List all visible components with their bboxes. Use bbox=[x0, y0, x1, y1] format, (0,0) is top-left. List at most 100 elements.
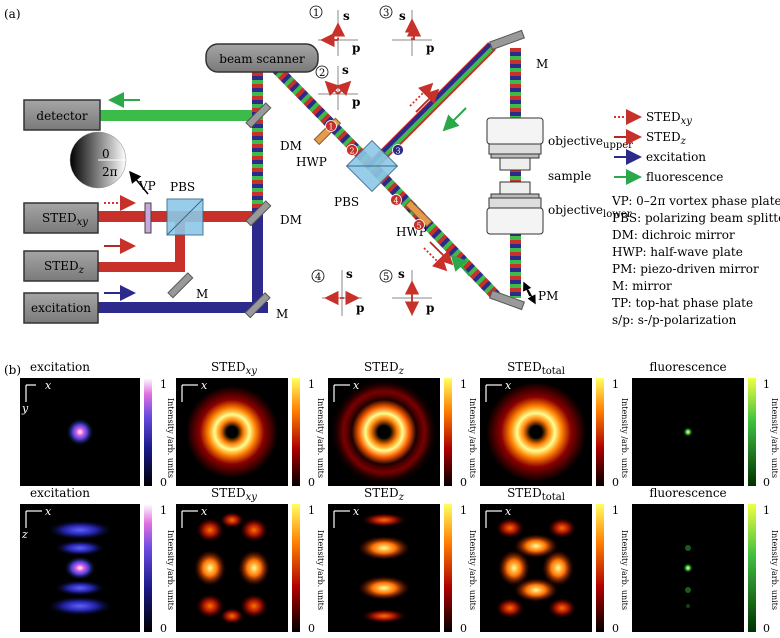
svg-text:fluorescence: fluorescence bbox=[646, 170, 723, 184]
svg-text:VP: 0–2π vortex phase plate: VP: 0–2π vortex phase plate bbox=[611, 194, 780, 208]
svg-text:s: s bbox=[398, 267, 405, 281]
beam-scanner-box bbox=[205, 43, 319, 73]
svg-text:fluorescence: fluorescence bbox=[649, 360, 726, 374]
svg-text:z: z bbox=[21, 528, 28, 541]
beam-upper-vertical bbox=[510, 48, 521, 298]
svg-text:1: 1 bbox=[308, 504, 315, 517]
mirror-upper-right-label: M bbox=[536, 57, 548, 71]
svg-text:5: 5 bbox=[416, 222, 421, 231]
sted-z-beam-h bbox=[98, 262, 183, 272]
objective-lower bbox=[486, 181, 544, 235]
dm-lower bbox=[245, 200, 272, 227]
row1-sted-total: STEDtotal x 1 0 Intensity /arb. units bbox=[480, 360, 629, 489]
colorbar bbox=[444, 378, 452, 486]
sample-label: sample bbox=[548, 169, 591, 183]
row2-sted-xy: STEDxy x 1 0 Intensity /arb. units bbox=[176, 486, 325, 635]
mirror-excitation-label: M bbox=[276, 307, 288, 321]
detector-box bbox=[23, 99, 101, 131]
svg-text:PM: piezo-driven mirror: PM: piezo-driven mirror bbox=[612, 262, 759, 276]
row1-sted-xy: STEDxy x 1 0 Intensity /arb. units bbox=[176, 360, 325, 489]
svg-text:PBS: polarizing beam splitter: PBS: polarizing beam splitter bbox=[612, 211, 780, 225]
sted-z-beam-v bbox=[175, 222, 185, 272]
sted-z-arrow-lower bbox=[429, 241, 454, 266]
dm-upper-label: DM bbox=[280, 139, 302, 153]
svg-text:x: x bbox=[201, 505, 208, 518]
dm-upper bbox=[245, 102, 272, 129]
sted-xy-arrow-lower bbox=[423, 247, 448, 272]
svg-text:STEDxy: STEDxy bbox=[646, 110, 692, 127]
legend-item-fluorescence: fluorescence bbox=[614, 169, 723, 185]
svg-text:0: 0 bbox=[763, 622, 770, 635]
svg-text:p: p bbox=[356, 301, 364, 315]
svg-text:STEDxy: STEDxy bbox=[211, 360, 257, 377]
excitation-beam-h bbox=[98, 302, 268, 313]
svg-text:1: 1 bbox=[328, 123, 333, 132]
svg-text:1: 1 bbox=[308, 378, 315, 391]
svg-text:1: 1 bbox=[763, 378, 770, 391]
svg-text:STEDxy: STEDxy bbox=[211, 486, 257, 503]
svg-text:1: 1 bbox=[313, 8, 319, 19]
polarization-state-4: 4 s p bbox=[311, 267, 364, 316]
svg-text:STEDz: STEDz bbox=[364, 486, 405, 503]
dm-lower-label: DM bbox=[280, 213, 302, 227]
polarization-state-1: 1 s p bbox=[309, 5, 360, 56]
combined-beam-vertical bbox=[252, 70, 263, 210]
colorbar bbox=[748, 378, 756, 486]
colorbar bbox=[596, 504, 604, 632]
svg-text:Intensity /arb. units: Intensity /arb. units bbox=[316, 398, 325, 478]
mirror-upper-right bbox=[489, 29, 525, 51]
svg-text:s: s bbox=[343, 9, 350, 23]
sted-z-label: STEDz bbox=[44, 259, 85, 276]
svg-text:TP: top-hat phase plate: TP: top-hat phase plate bbox=[612, 296, 753, 310]
svg-text:Intensity /arb. units: Intensity /arb. units bbox=[166, 398, 175, 478]
row2-excitation: excitation x z 1 0 Intensity /arb. units bbox=[20, 486, 175, 635]
excitation-label: excitation bbox=[31, 301, 91, 315]
fluorescence-arrow-lower bbox=[450, 254, 471, 277]
svg-text:s: s bbox=[399, 9, 406, 23]
row1-sted-z: STEDz x 1 0 Intensity /arb. units bbox=[328, 360, 477, 489]
svg-text:Intensity /arb. units: Intensity /arb. units bbox=[468, 398, 477, 478]
svg-text:Intensity /arb. units: Intensity /arb. units bbox=[620, 398, 629, 478]
objective-upper-label: objectiveupper bbox=[548, 134, 633, 151]
svg-text:1: 1 bbox=[460, 378, 467, 391]
svg-text:0: 0 bbox=[160, 622, 167, 635]
polarization-state-2: 2 s p bbox=[315, 63, 360, 110]
hwp-lower bbox=[404, 199, 433, 228]
svg-text:2π: 2π bbox=[102, 165, 118, 179]
svg-text:1: 1 bbox=[612, 504, 619, 517]
svg-text:x: x bbox=[505, 379, 512, 392]
axis-indicator bbox=[25, 381, 44, 402]
svg-text:Intensity /arb. units: Intensity /arb. units bbox=[770, 398, 779, 478]
colorbar bbox=[292, 504, 300, 632]
objective-lower-label: objectivelower bbox=[548, 203, 632, 220]
svg-text:STEDz: STEDz bbox=[364, 360, 405, 377]
beam-marker-1: 1 bbox=[325, 120, 337, 132]
pm-label: PM bbox=[538, 289, 558, 303]
vp-pointer-arrow bbox=[129, 170, 149, 195]
svg-text:0: 0 bbox=[160, 476, 167, 489]
svg-text:2: 2 bbox=[319, 68, 325, 79]
svg-text:4: 4 bbox=[393, 197, 398, 206]
svg-text:4: 4 bbox=[315, 272, 321, 283]
svg-text:1: 1 bbox=[160, 504, 167, 517]
sted-xy-box bbox=[23, 202, 99, 234]
panel-a-label: (a) bbox=[4, 7, 21, 21]
svg-text:3: 3 bbox=[395, 147, 400, 156]
svg-text:STEDz: STEDz bbox=[646, 130, 687, 147]
pbs-center bbox=[345, 139, 399, 193]
svg-text:1: 1 bbox=[160, 378, 167, 391]
pbs-center-label: PBS bbox=[334, 195, 359, 209]
row2-fluorescence: fluorescence 1 0 Intensity /arb. units bbox=[632, 486, 779, 635]
svg-text:x: x bbox=[353, 379, 360, 392]
svg-text:0: 0 bbox=[102, 147, 110, 161]
abbreviation-list: VP: 0–2π vortex phase plate PBS: polariz… bbox=[611, 194, 780, 327]
svg-text:Intensity /arb. units: Intensity /arb. units bbox=[166, 530, 175, 610]
mirror-stedz bbox=[167, 272, 194, 299]
svg-text:M: mirror: M: mirror bbox=[612, 279, 672, 293]
svg-text:Intensity /arb. units: Intensity /arb. units bbox=[316, 530, 325, 610]
mirror-excitation bbox=[244, 292, 271, 319]
svg-text:fluorescence: fluorescence bbox=[649, 486, 726, 500]
excitation-box bbox=[23, 292, 99, 324]
svg-text:Intensity /arb. units: Intensity /arb. units bbox=[620, 530, 629, 610]
